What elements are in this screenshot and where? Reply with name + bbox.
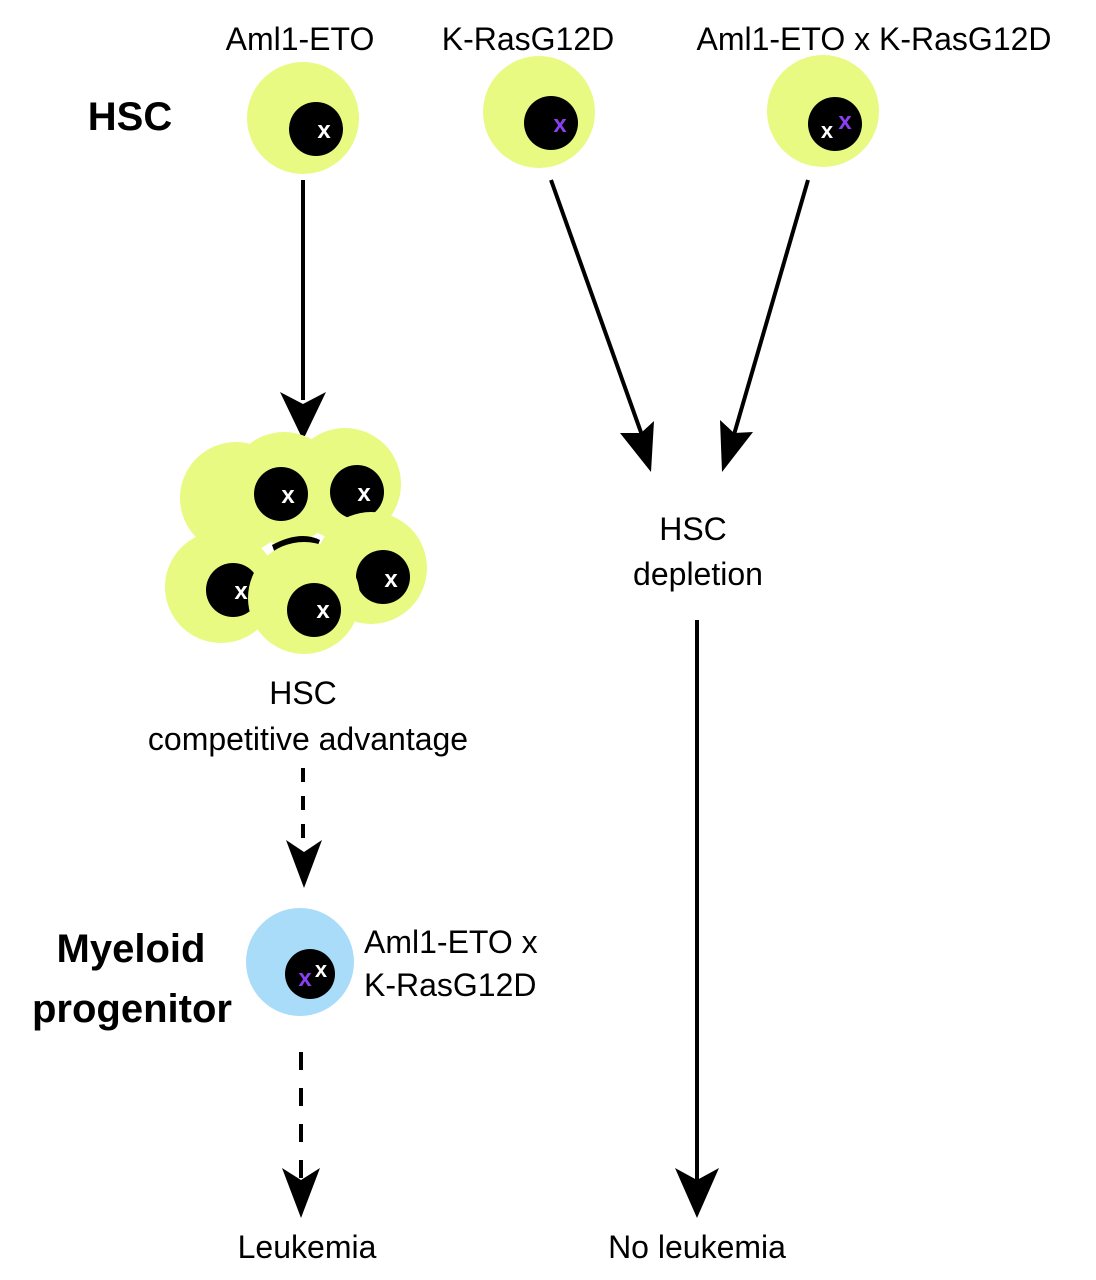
nucleus [524, 96, 578, 150]
aml1-eto-mutation-mark: x [384, 566, 398, 593]
hsc-depletion-label-line2: depletion [633, 556, 763, 592]
aml1-eto-mutation-mark: x [316, 597, 330, 624]
arrowhead-icon [286, 840, 322, 888]
genotype-label-aml1-eto: Aml1-ETO [226, 21, 375, 57]
aml1-eto-mutation-mark: x [315, 957, 328, 982]
aml1-eto-mutation-mark: x [357, 480, 371, 507]
arrowhead-icon [620, 421, 654, 472]
hsc-row-label: HSC [88, 95, 172, 139]
nucleus [330, 465, 384, 519]
progenitor-genotype-line2: K-RasG12D [364, 967, 537, 1003]
hsc-cell-double: x x [767, 55, 879, 167]
outcome-leukemia: Leukemia [238, 1229, 377, 1265]
progenitor-genotype-line1: Aml1-ETO x [364, 924, 538, 960]
arrowhead-icon [280, 392, 326, 440]
hsc-advantage-label-line1: HSC [269, 675, 337, 711]
hsc-cell-aml1-eto: x [247, 62, 359, 174]
arrowhead-icon [282, 1168, 320, 1218]
genotype-label-kras: K-RasG12D [442, 21, 615, 57]
nucleus [289, 102, 343, 156]
arrowhead-icon [720, 420, 753, 472]
aml1-eto-mutation-mark: x [317, 117, 331, 144]
arrow-hsc-to-cluster [280, 180, 326, 440]
myeloid-progenitor-cell: x x [246, 908, 354, 1016]
kras-mutation-mark: x [298, 965, 312, 992]
arrowhead-icon [675, 1168, 719, 1218]
arrow-shaft [731, 179, 810, 439]
kras-mutation-mark: x [838, 108, 852, 135]
genotype-label-double: Aml1-ETO x K-RasG12D [696, 21, 1051, 57]
arrow-shaft [549, 179, 645, 439]
aml1-eto-mutation-mark: x [821, 118, 834, 143]
aml1-eto-mutation-mark: x [234, 578, 248, 605]
myeloid-label-line1: Myeloid [57, 927, 206, 971]
arrow-depletion-to-no-leukemia [675, 620, 719, 1218]
hsc-advantage-label-line2: competitive advantage [148, 721, 468, 757]
hsc-expanded-cluster: x x x x x [165, 428, 427, 654]
hsc-cell-kras: x [483, 56, 595, 168]
dashed-arrow-to-progenitor [286, 768, 322, 888]
nucleus [808, 97, 862, 151]
myeloid-label-line2: progenitor [32, 987, 232, 1031]
nucleus [356, 550, 410, 604]
outcome-no-leukemia: No leukemia [608, 1229, 786, 1265]
hsc-depletion-label-line1: HSC [659, 511, 727, 547]
nucleus [285, 949, 335, 999]
kras-mutation-mark: x [553, 111, 567, 138]
nucleus [206, 563, 260, 617]
nucleus [254, 467, 308, 521]
nucleus [287, 583, 341, 637]
arrow-kras-to-depletion [549, 179, 654, 472]
dashed-arrow-to-leukemia [282, 1052, 320, 1218]
arrow-double-to-depletion [720, 179, 810, 472]
aml1-eto-mutation-mark: x [281, 482, 295, 509]
